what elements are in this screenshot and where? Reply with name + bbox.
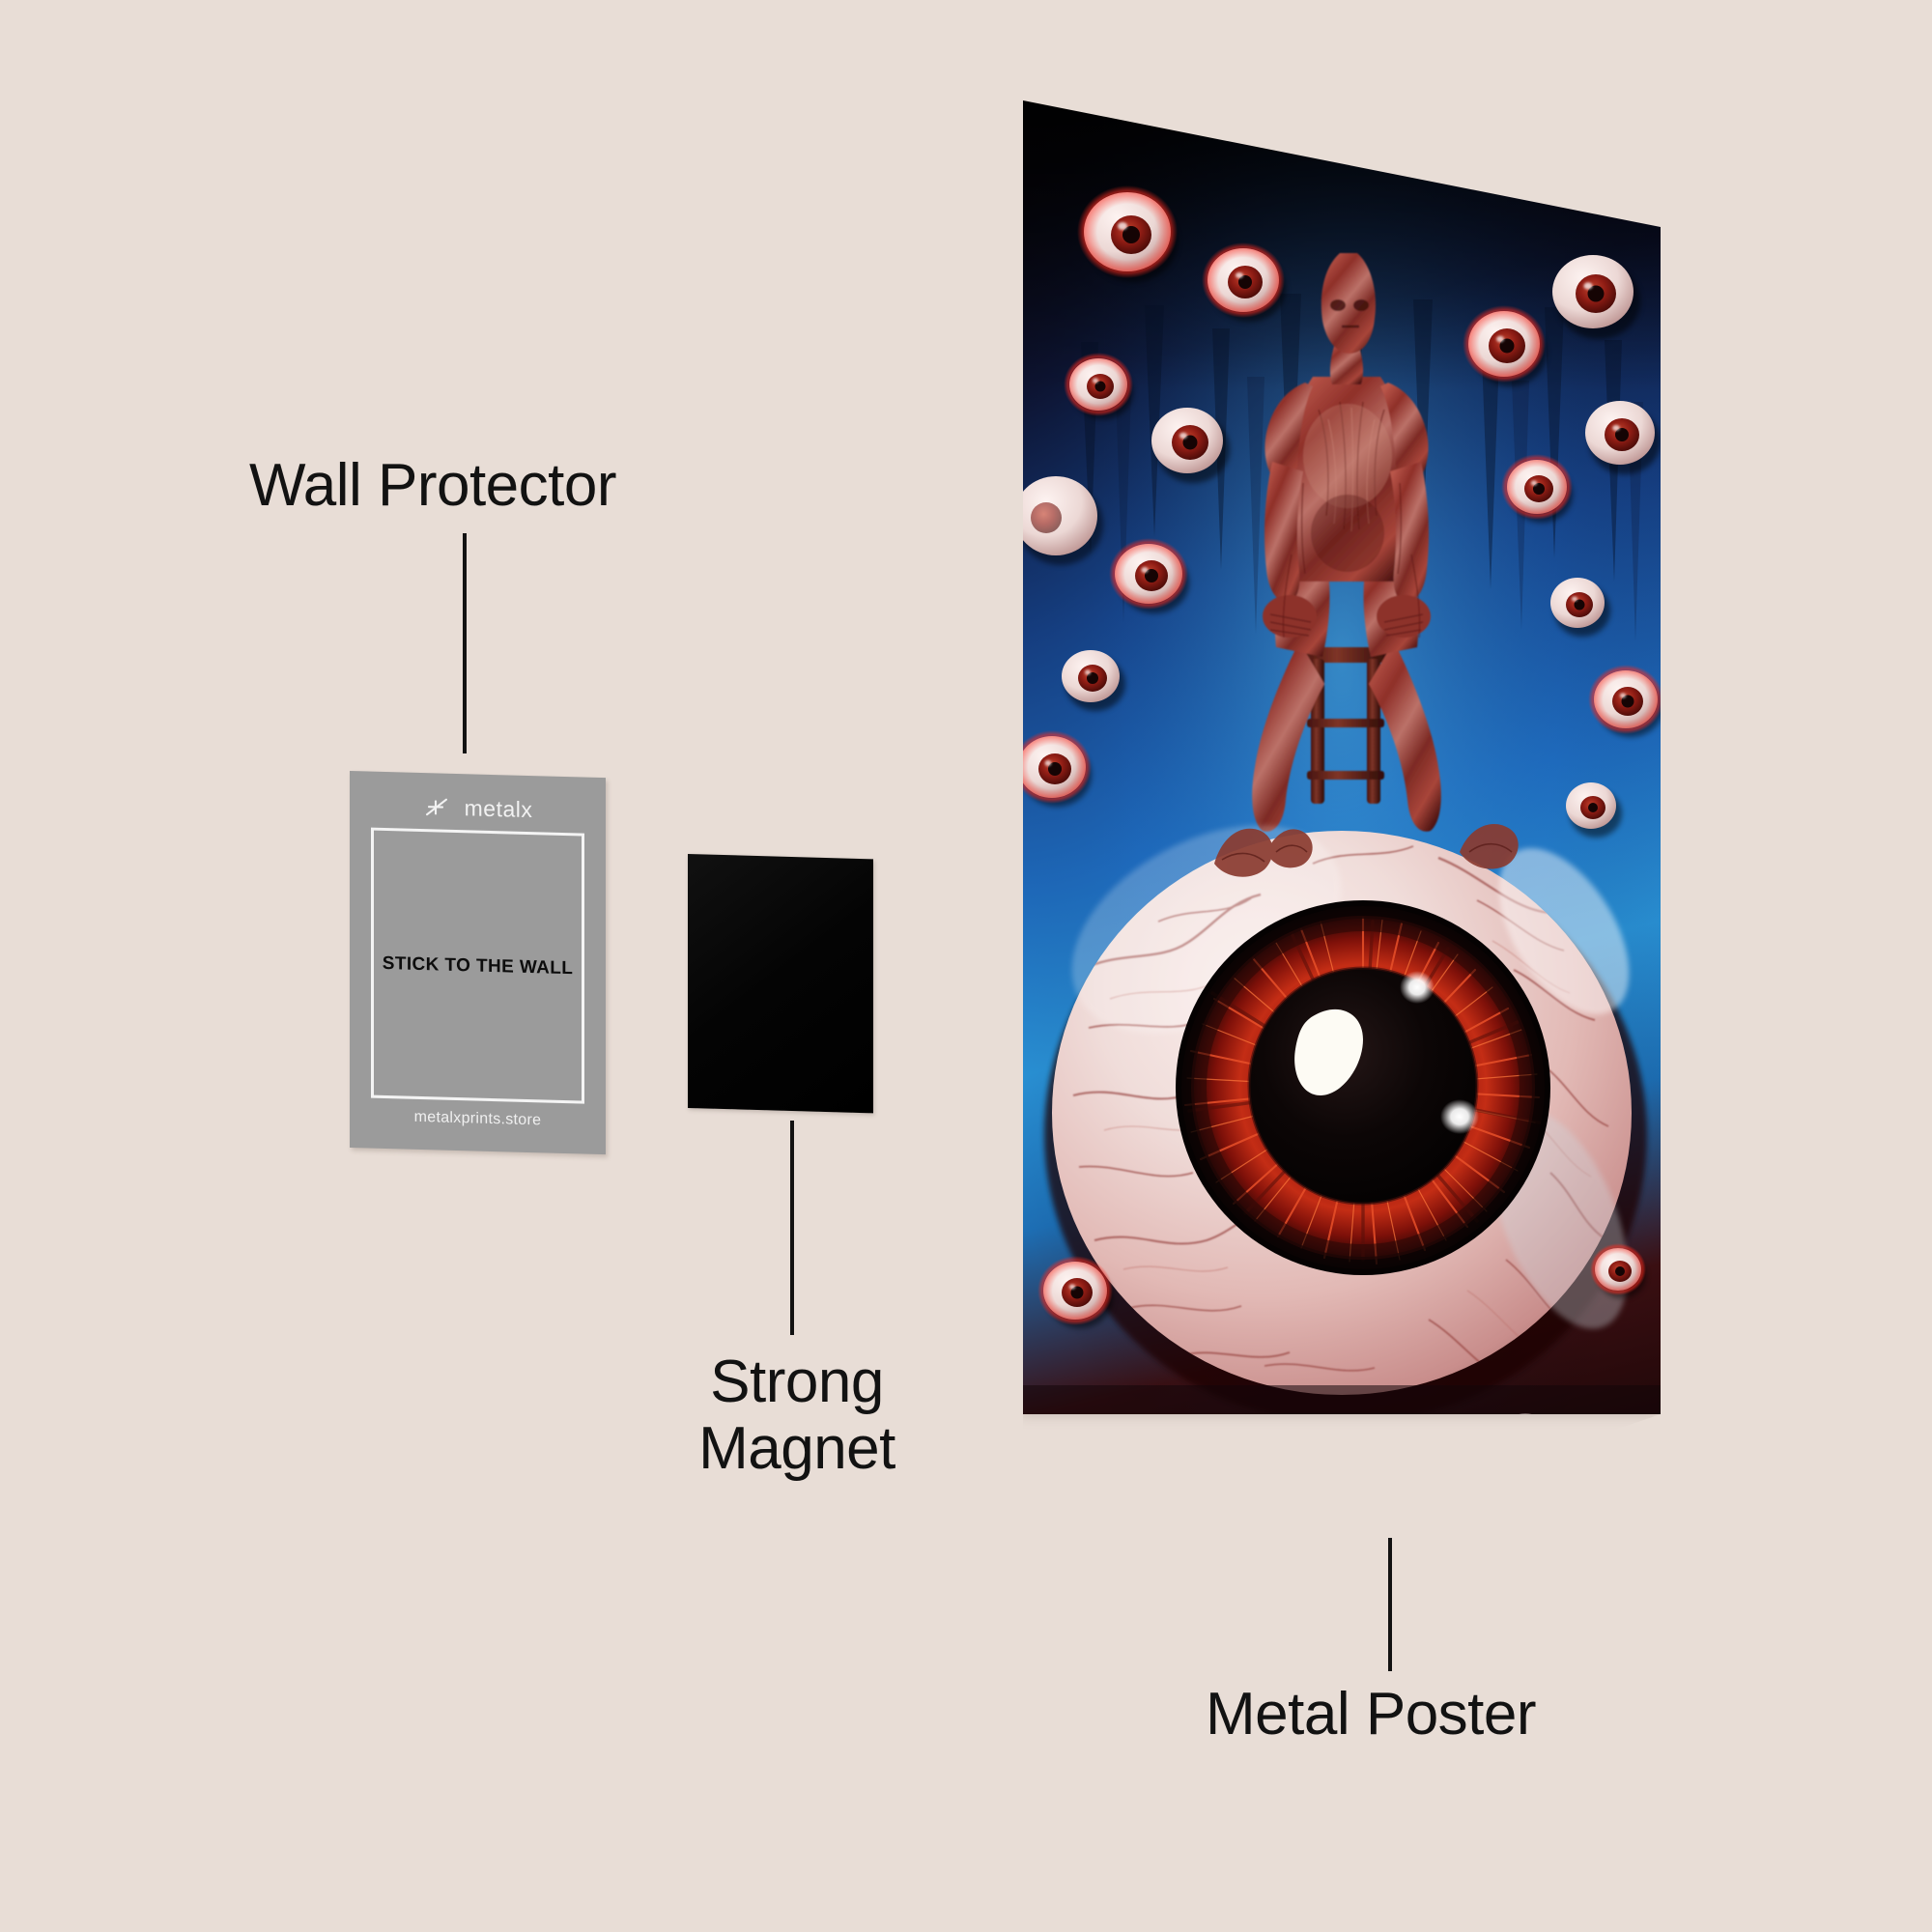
callout-label-strong-magnet: Strong Magnet — [698, 1349, 895, 1483]
metalx-cross-icon — [425, 798, 447, 815]
card-website-url: metalxprints.store — [413, 1108, 542, 1129]
specular-highlight-lower — [1440, 1099, 1479, 1134]
brand-name: metalx — [464, 795, 533, 823]
floating-eyeballs-front — [1037, 1243, 1646, 1414]
main-eyeball — [1044, 823, 1647, 1414]
optic-tissue — [1214, 823, 1519, 877]
metal-poster-panel — [1023, 100, 1661, 1414]
leader-line-strong-magnet — [790, 1121, 794, 1335]
wall-protector-card-face: metalx STICK TO THE WALL metalxprints.st… — [350, 771, 606, 1154]
wall-protector-card: metalx STICK TO THE WALL metalxprints.st… — [350, 771, 606, 1155]
brand-logo: metalx — [350, 792, 606, 825]
strong-magnet-square — [688, 854, 873, 1114]
callout-label-metal-poster: Metal Poster — [1206, 1681, 1537, 1747]
stool — [1301, 647, 1390, 804]
callout-label-wall-protector: Wall Protector — [249, 452, 617, 519]
poster-artwork — [1023, 100, 1661, 1414]
specular-highlight-upper — [1400, 971, 1435, 1004]
leader-line-wall-protector — [463, 533, 467, 753]
flesh-figure — [1252, 253, 1441, 832]
specular-highlight-main — [1294, 1009, 1363, 1095]
floating-eyeballs-back — [1023, 185, 1661, 838]
leader-line-metal-poster — [1388, 1538, 1392, 1671]
